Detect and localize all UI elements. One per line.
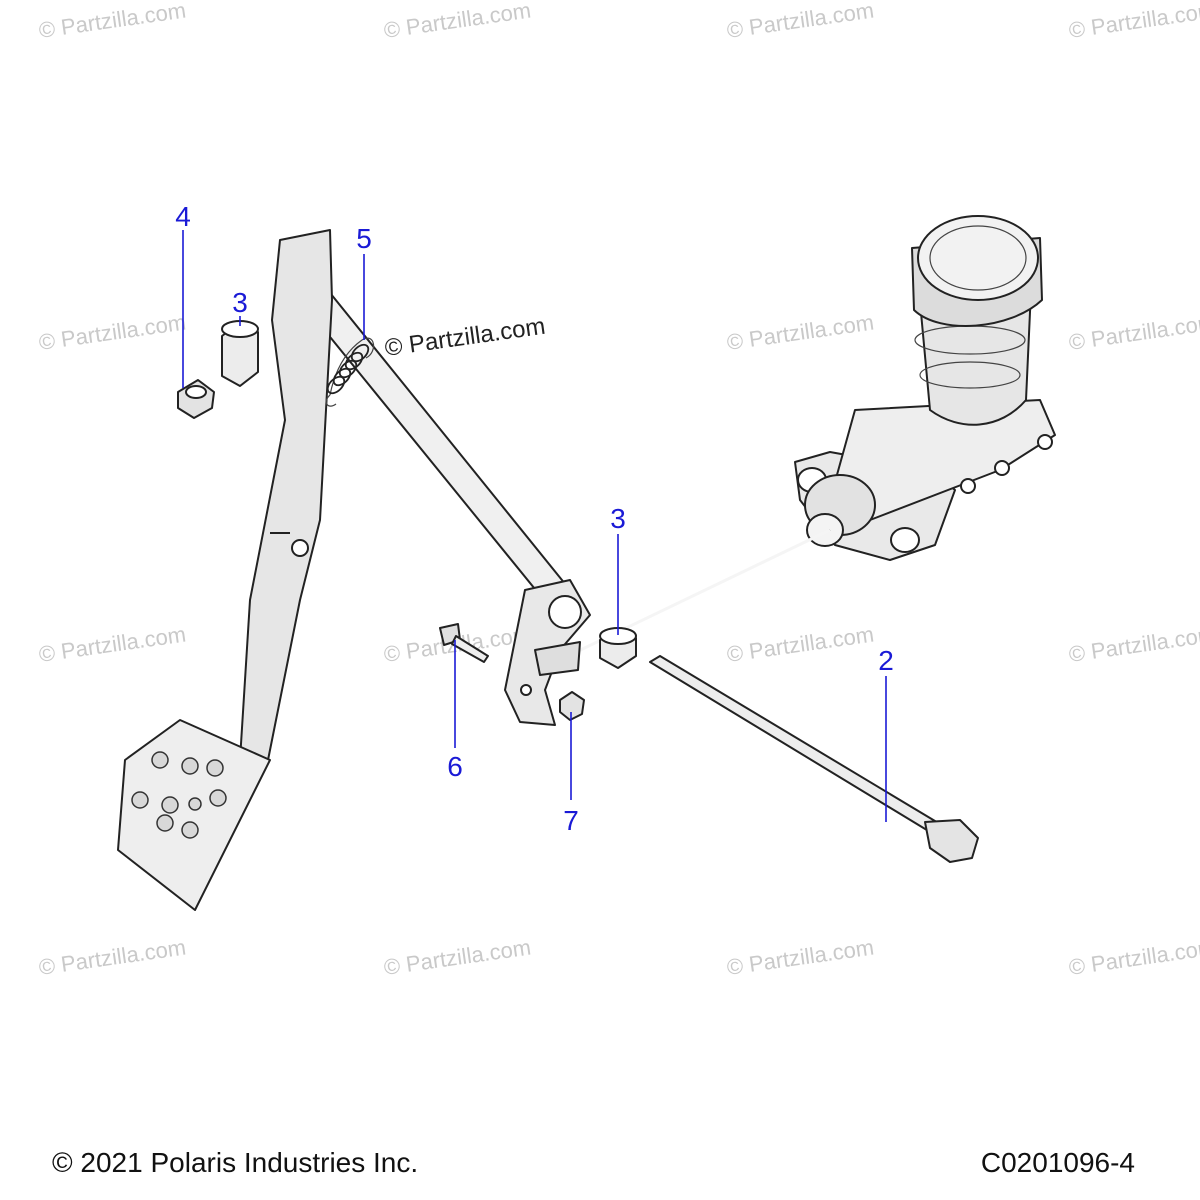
bushing-part-3b bbox=[599, 627, 637, 669]
bolt-part-2 bbox=[649, 655, 979, 863]
watermark: © Partzilla.com bbox=[725, 0, 875, 43]
watermark: © Partzilla.com bbox=[725, 622, 875, 667]
pin-part-6 bbox=[439, 623, 489, 663]
watermark: © Partzilla.com bbox=[725, 935, 875, 980]
nut-part-4 bbox=[177, 379, 215, 419]
watermark: © Partzilla.com bbox=[37, 0, 187, 43]
callout-label: 4 bbox=[175, 201, 191, 232]
master-cylinder bbox=[569, 215, 1056, 657]
watermark: © Partzilla.com bbox=[37, 310, 187, 355]
watermark: © Partzilla.com bbox=[37, 935, 187, 980]
callout-label: 3 bbox=[610, 503, 626, 534]
callout-label: 3 bbox=[232, 287, 248, 318]
callout-label: 5 bbox=[356, 223, 372, 254]
feature-watermark: © Partzilla.com bbox=[383, 313, 547, 362]
watermark: © Partzilla.com bbox=[1067, 0, 1200, 43]
callout-label: 6 bbox=[447, 751, 463, 782]
callout-labels: 4 3 5 3 2 6 7 bbox=[175, 201, 894, 836]
spring-part-5 bbox=[325, 337, 375, 407]
watermark: © Partzilla.com bbox=[1067, 310, 1200, 355]
bushing-part-3a bbox=[221, 320, 259, 387]
copyright-text: © 2021 Polaris Industries Inc. bbox=[52, 1147, 418, 1178]
watermark: © Partzilla.com bbox=[1067, 935, 1200, 980]
diagram-code: C0201096-4 bbox=[981, 1147, 1135, 1178]
callout-label: 7 bbox=[563, 805, 579, 836]
brake-pedal bbox=[117, 229, 591, 911]
callout-leaders bbox=[182, 230, 887, 822]
watermark: © Partzilla.com bbox=[1067, 622, 1200, 667]
watermark: © Partzilla.com bbox=[382, 0, 532, 43]
watermark: © Partzilla.com bbox=[382, 935, 532, 980]
watermark: © Partzilla.com bbox=[37, 622, 187, 667]
nut-part-7 bbox=[559, 691, 585, 721]
callout-label: 2 bbox=[878, 645, 894, 676]
watermark: © Partzilla.com bbox=[725, 310, 875, 355]
